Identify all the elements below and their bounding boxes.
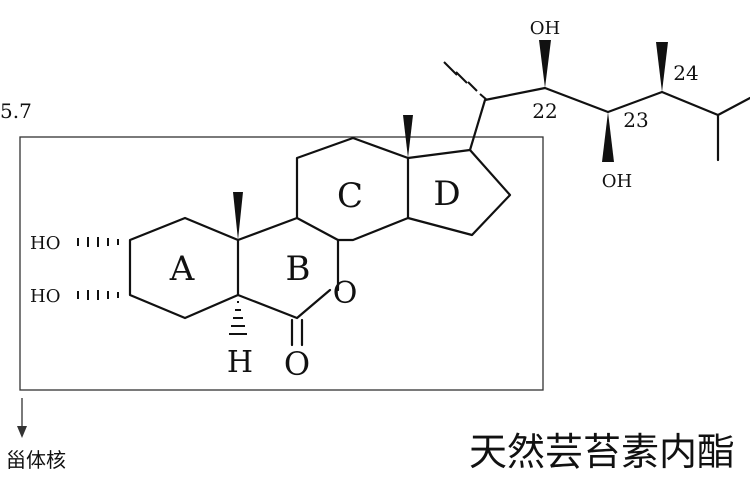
oh-wedge-22 [539, 40, 551, 88]
ho-label-top: HO [30, 233, 60, 254]
ho-hashed-bond-bottom [77, 290, 119, 300]
ring-label-d: D [433, 174, 460, 214]
ring-label-c: C [337, 176, 363, 216]
ho-hashed-bond-top [77, 237, 119, 247]
ring-label-b: B [286, 249, 311, 289]
ring-label-a: A [169, 249, 195, 289]
arrow-head [17, 426, 27, 438]
o-ring-label: O [333, 276, 358, 311]
ring-d-bonds [406, 148, 512, 237]
position-24: 24 [673, 61, 698, 85]
oh-wedge-23 [602, 112, 614, 162]
corner-number: 5.7 [0, 99, 32, 123]
h-hashed-bond [229, 301, 247, 335]
c20-methyl-hashed-bond [443, 61, 488, 101]
o-carbonyl-label: O [284, 345, 310, 383]
position-22: 22 [532, 99, 557, 123]
oh-label-23: OH [602, 171, 632, 192]
ho-label-bottom: HO [30, 286, 60, 307]
methyl-wedge-c13 [403, 115, 413, 158]
methyl-wedge-24 [656, 42, 668, 92]
oh-label-22: OH [530, 18, 560, 39]
h-atom-label: H [227, 345, 253, 380]
compound-title: 天然芸苔素内酯 [469, 430, 735, 474]
steroid-nucleus-caption: 甾体核 [6, 448, 66, 472]
position-23: 23 [623, 108, 648, 132]
steroid-nucleus-frame [19, 136, 544, 391]
methyl-wedge-c10 [233, 192, 243, 240]
